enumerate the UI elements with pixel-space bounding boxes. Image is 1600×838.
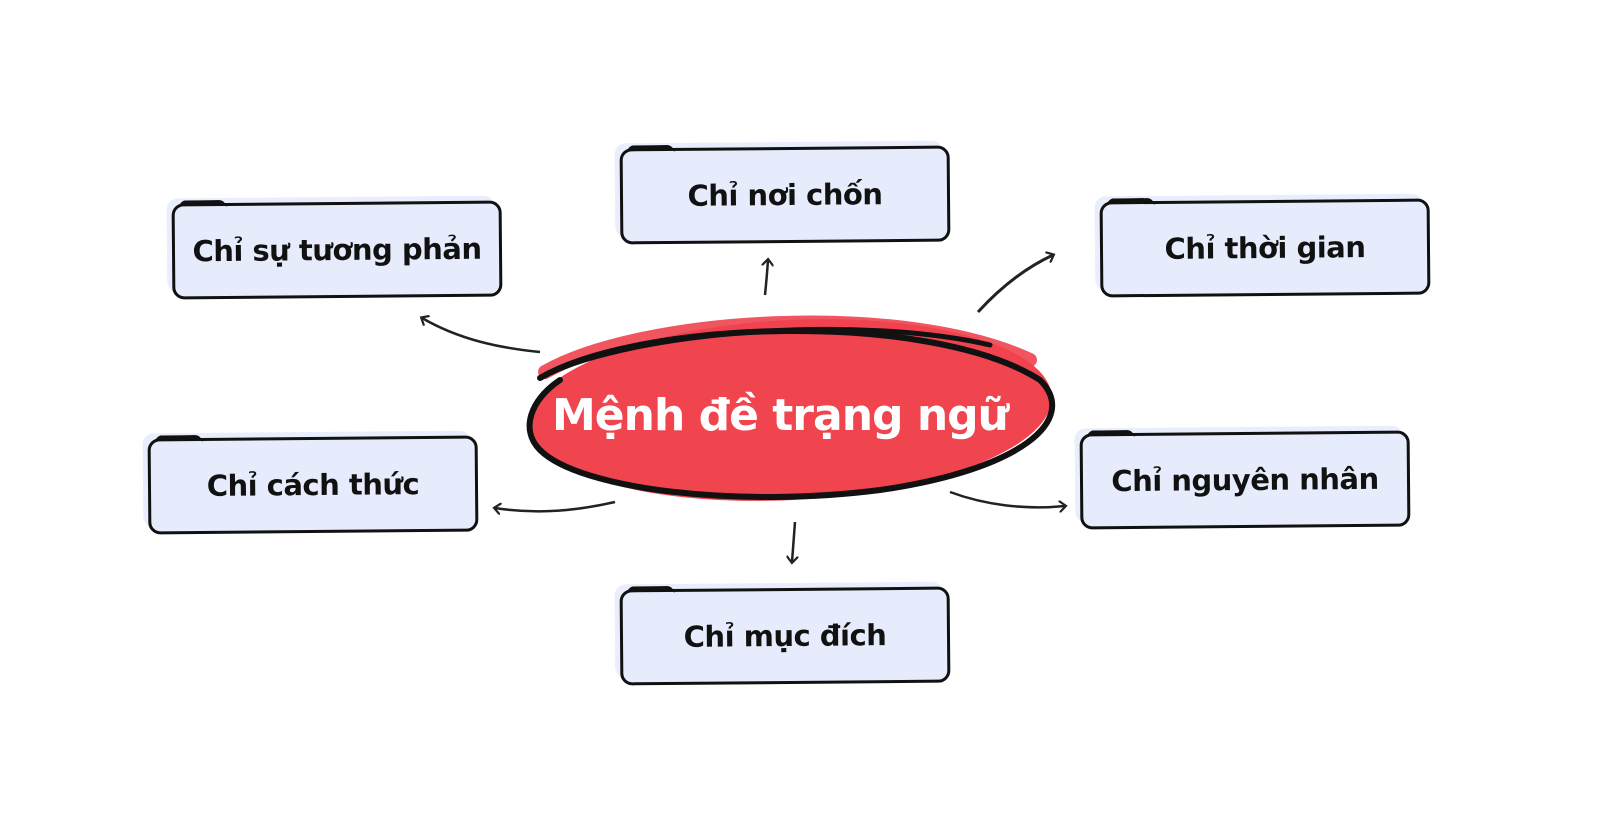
sketch-stroke-decoration — [1086, 429, 1135, 440]
sketch-stroke-decoration — [178, 199, 227, 210]
center-ellipse — [526, 315, 1055, 501]
node-chi-su-tuong-phan: Chỉ sự tương phản — [171, 199, 503, 300]
arrow-to-cach-thuc — [495, 500, 616, 511]
arrow-to-tuong-phan — [422, 318, 541, 354]
node-label: Chỉ cách thức — [206, 467, 420, 503]
node-chi-nguyen-nhan: Chỉ nguyên nhân — [1079, 429, 1411, 530]
node-chi-noi-chon: Chỉ nơi chốn — [619, 144, 951, 245]
sketch-stroke-decoration — [626, 144, 675, 155]
node-chi-cach-thuc: Chỉ cách thức — [147, 434, 479, 535]
center-topic: Mệnh đề trạng ngữ — [552, 389, 1009, 441]
sketch-stroke-decoration — [154, 434, 203, 445]
node-chi-thoi-gian: Chỉ thời gian — [1099, 197, 1431, 298]
arrow-to-nguyen-nhan — [949, 490, 1065, 507]
node-label: Chỉ sự tương phản — [192, 231, 482, 269]
node-label: Chỉ nguyên nhân — [1111, 461, 1379, 499]
node-chi-muc-dich: Chỉ mục đích — [619, 585, 951, 686]
arrow-to-muc-dich — [792, 521, 795, 562]
node-label: Chỉ nơi chốn — [687, 177, 883, 213]
arrow-to-noi-chon — [765, 260, 768, 296]
arrow-to-thoi-gian — [976, 255, 1053, 314]
node-label: Chỉ mục đích — [683, 618, 887, 654]
sketch-stroke-decoration — [626, 585, 675, 596]
sketch-stroke-decoration — [1106, 197, 1155, 208]
node-label: Chỉ thời gian — [1164, 230, 1366, 266]
